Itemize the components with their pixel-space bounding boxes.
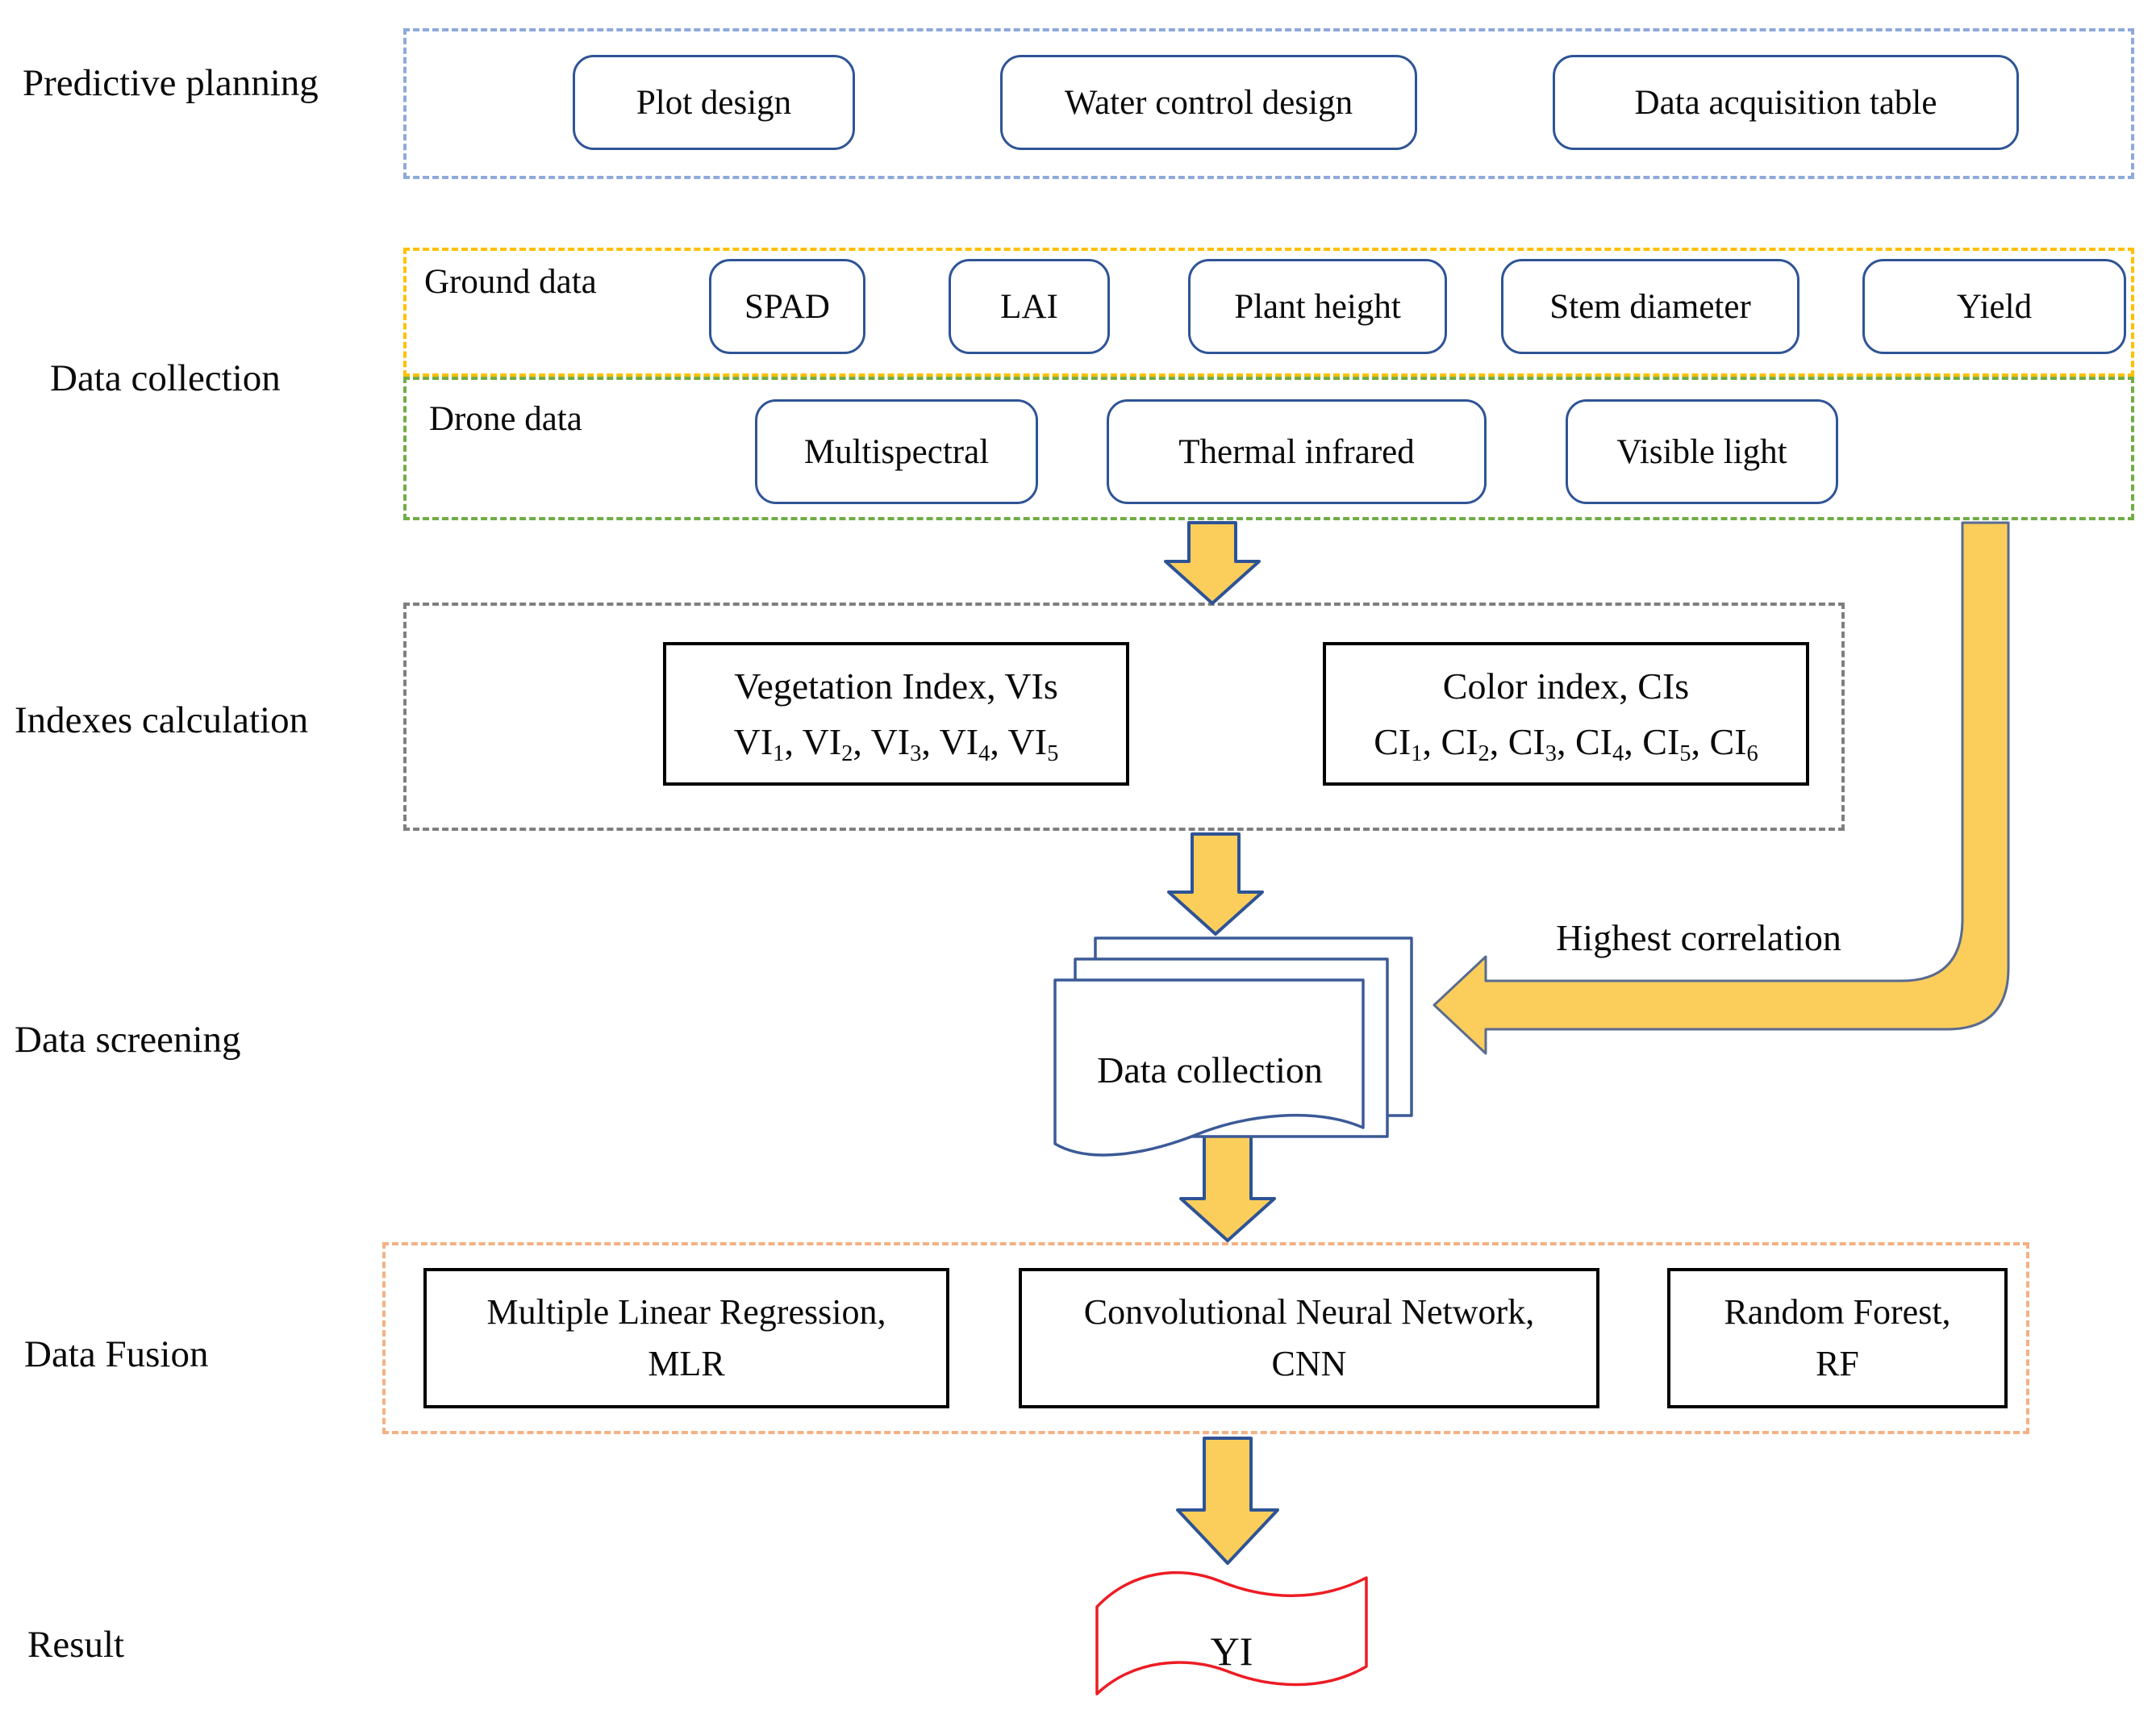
vegetation-index-title: Vegetation Index, VIs	[734, 665, 1058, 707]
cnn-line1: Convolutional Neural Network,	[1083, 1292, 1535, 1333]
node-color-index: Color index, CIs CI1, CI2, CI3, CI4, CI5…	[1323, 642, 1809, 786]
vegetation-index-terms: VI1, VI2, VI3, VI4, VI5	[733, 721, 1059, 766]
document-page-middle	[1074, 957, 1389, 1138]
rf-line2: RF	[1816, 1344, 1859, 1383]
cnn-line2: CNN	[1271, 1344, 1347, 1383]
stage-label-data-collection: Data collection	[50, 357, 281, 399]
color-index-title: Color index, CIs	[1442, 665, 1690, 707]
mlr-line1: Multiple Linear Regression,	[486, 1292, 886, 1333]
node-data-acquisition-table: Data acquisition table	[1553, 55, 2019, 150]
predictive-planning-section: Plot design Water control design Data ac…	[403, 28, 2134, 179]
down-arrow-indexes-to-screening	[1167, 832, 1264, 936]
node-stem-diameter: Stem diameter	[1501, 259, 1799, 354]
drone-data-label: Drone data	[429, 400, 582, 438]
node-plant-height: Plant height	[1188, 259, 1447, 354]
indexes-calculation-section: Vegetation Index, VIs VI1, VI2, VI3, VI4…	[403, 603, 1845, 831]
mlr-line2: MLR	[648, 1344, 725, 1383]
stage-label-predictive-planning: Predictive planning	[23, 62, 319, 104]
node-cnn: Convolutional Neural Network, CNN	[1019, 1268, 1599, 1408]
node-plot-design: Plot design	[573, 55, 855, 150]
node-yield: Yield	[1862, 259, 2126, 354]
stage-label-data-screening: Data screening	[15, 1019, 241, 1061]
result-flag-label: YI	[1210, 1629, 1253, 1674]
node-rf: Random Forest, RF	[1667, 1268, 2008, 1408]
down-arrow-collection-to-indexes	[1164, 521, 1261, 605]
node-thermal-infrared: Thermal infrared	[1107, 399, 1487, 504]
drone-data-section: Drone data Multispectral Thermal infrare…	[403, 377, 2134, 520]
node-lai: LAI	[949, 259, 1110, 354]
highest-correlation-label: Highest correlation	[1556, 917, 1841, 958]
node-spad: SPAD	[709, 259, 865, 354]
down-arrow-fusion-to-result	[1176, 1437, 1279, 1565]
node-multispectral: Multispectral	[755, 399, 1038, 504]
rf-line1: Random Forest,	[1724, 1292, 1951, 1333]
stage-label-indexes-calculation: Indexes calculation	[15, 699, 309, 741]
node-mlr: Multiple Linear Regression, MLR	[423, 1268, 949, 1408]
ground-data-label: Ground data	[424, 263, 597, 301]
down-arrow-screening-to-fusion	[1179, 1134, 1276, 1242]
data-fusion-section: Multiple Linear Regression, MLR Convolut…	[382, 1242, 2029, 1434]
node-visible-light: Visible light	[1566, 399, 1838, 504]
document-stack-label: Data collection	[1097, 1049, 1323, 1091]
stage-label-data-fusion: Data Fusion	[24, 1333, 209, 1375]
node-water-control-design: Water control design	[1000, 55, 1417, 150]
node-vegetation-index: Vegetation Index, VIs VI1, VI2, VI3, VI4…	[663, 642, 1129, 786]
stage-label-result: Result	[27, 1624, 125, 1666]
color-index-terms: CI1, CI2, CI3, CI4, CI5, CI6	[1374, 721, 1758, 766]
ground-data-section: Ground data SPAD LAI Plant height Stem d…	[403, 248, 2134, 377]
